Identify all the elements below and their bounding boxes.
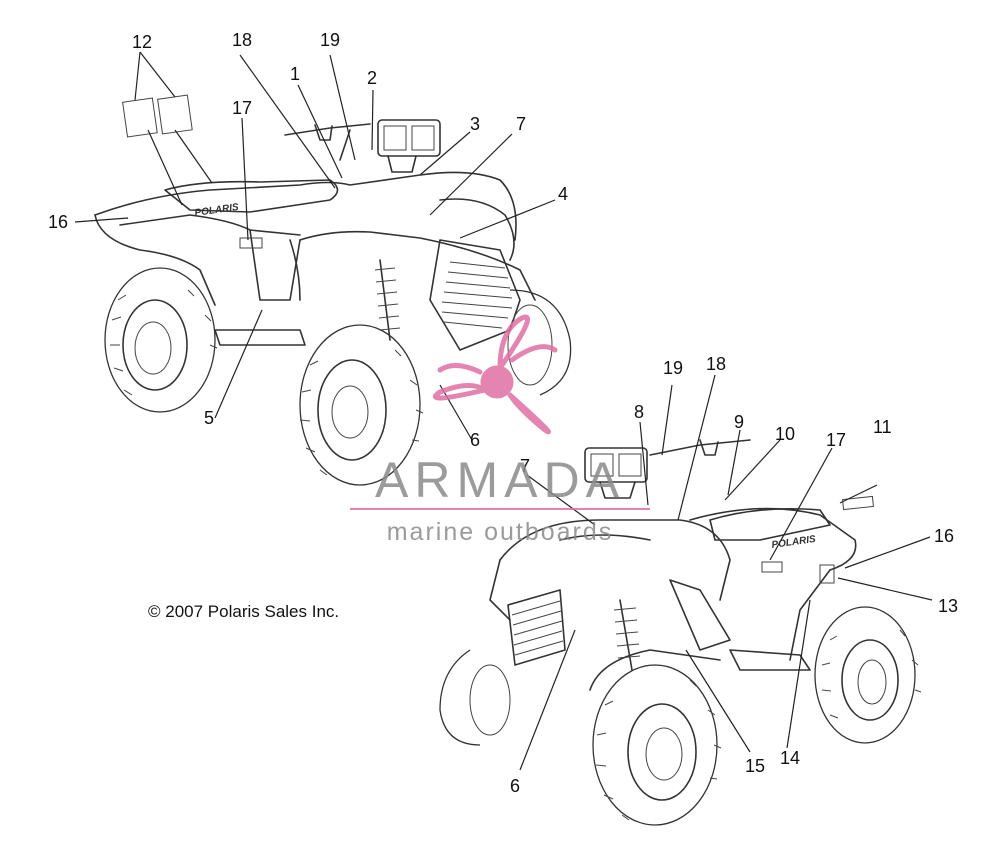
watermark-divider (350, 508, 650, 510)
callout-18-b: 18 (706, 354, 726, 374)
callout-6-b: 6 (510, 776, 520, 796)
callout-1: 1 (290, 64, 300, 84)
callout-2: 2 (367, 68, 377, 88)
callout-13: 13 (938, 596, 958, 616)
callout-6: 6 (470, 430, 480, 450)
leader-lines (74, 51, 933, 771)
callout-10: 10 (775, 424, 795, 444)
callout-12: 12 (132, 32, 152, 52)
callout-4: 4 (558, 184, 568, 204)
atv-front-view: POLARIS (439, 439, 922, 826)
callout-7: 7 (516, 114, 526, 134)
watermark-brand: ARMADA (375, 452, 625, 508)
polaris-decal-rear: POLARIS (194, 202, 240, 219)
callout-3: 3 (470, 114, 480, 134)
callout-19: 19 (320, 30, 340, 50)
callout-17: 17 (232, 98, 252, 118)
callout-17-b: 17 (826, 430, 846, 450)
copyright-notice: © 2007 Polaris Sales Inc. (148, 602, 340, 621)
callout-9: 9 (734, 412, 744, 432)
watermark: ARMADA marine outboards (350, 314, 650, 546)
callout-19-b: 19 (663, 358, 683, 378)
callout-18: 18 (232, 30, 252, 50)
atv-rear-view: POLARIS (94, 94, 572, 486)
callout-16-b: 16 (934, 526, 954, 546)
callout-8: 8 (634, 402, 644, 422)
watermark-tagline: marine outboards (387, 518, 614, 546)
callout-14: 14 (780, 748, 800, 768)
callout-15: 15 (745, 756, 765, 776)
callout-7-b: 7 (520, 456, 530, 476)
callout-numbers: 12 18 19 1 2 3 7 17 4 16 5 6 19 18 8 9 1… (48, 30, 958, 796)
watermark-logo-icon (432, 314, 558, 435)
callout-11: 11 (873, 417, 892, 437)
callout-5: 5 (204, 408, 214, 428)
callout-16: 16 (48, 212, 68, 232)
